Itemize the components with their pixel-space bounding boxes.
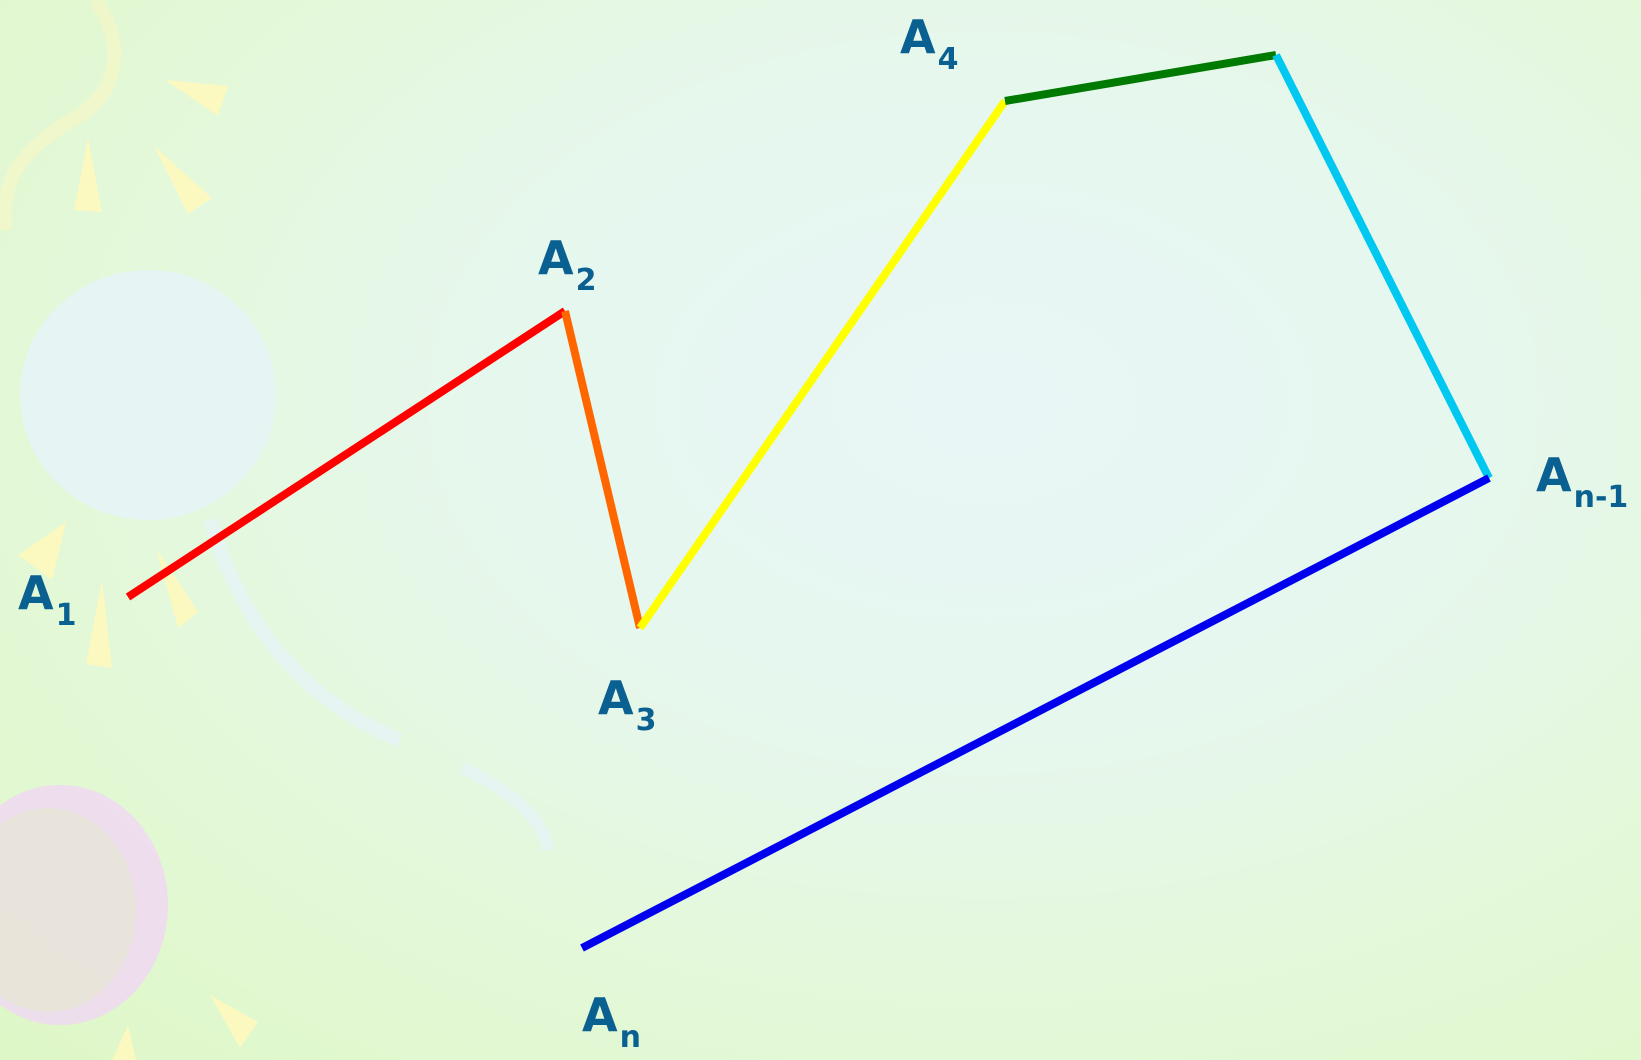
- vertex-label-an1: An-1: [1536, 452, 1628, 513]
- vertex-label-main: A: [582, 988, 618, 1042]
- vertex-label-subscript: 3: [635, 703, 657, 738]
- balloon-decoration: [20, 270, 276, 520]
- vertex-label-main: A: [1536, 448, 1572, 502]
- vertex-label-subscript: 4: [937, 42, 959, 77]
- polygon-edge-a4-a5: [1004, 51, 1277, 105]
- vertex-label-a2: A2: [538, 235, 596, 296]
- polygon-edge-a1-a2: [125, 307, 568, 601]
- confetti-shape: [86, 580, 112, 668]
- vertex-label-an: An: [582, 992, 641, 1053]
- polygon-edge-a5-an1: [1272, 53, 1493, 480]
- balloon-string: [203, 517, 403, 747]
- vertex-label-main: A: [598, 671, 634, 725]
- vertex-label-subscript: 1: [55, 598, 77, 633]
- confetti-shape: [74, 138, 102, 212]
- polygon-edge-a2-a3: [561, 310, 644, 629]
- vertex-label-main: A: [18, 566, 54, 620]
- polygon-edge-a3-a4: [636, 98, 1009, 631]
- vertex-label-subscript: n-1: [1573, 480, 1629, 515]
- confetti-shape: [154, 146, 212, 214]
- vertex-label-a4: A4: [900, 14, 958, 75]
- vertex-label-a3: A3: [598, 675, 656, 736]
- vertex-label-a1: A1: [18, 570, 76, 631]
- balloon-string: [459, 762, 554, 852]
- vertex-label-main: A: [900, 10, 936, 64]
- confetti-shape: [112, 1025, 136, 1060]
- confetti-shape: [165, 80, 228, 116]
- swirl-decoration: [0, 0, 122, 231]
- confetti-shape: [210, 995, 258, 1048]
- vertex-label-main: A: [538, 231, 574, 285]
- vertex-label-subscript: n: [619, 1020, 641, 1055]
- confetti-shape: [18, 522, 66, 580]
- vertex-label-subscript: 2: [575, 263, 597, 298]
- polygon-edge-an1-an: [580, 474, 1491, 952]
- balloon-decoration: [0, 808, 136, 1012]
